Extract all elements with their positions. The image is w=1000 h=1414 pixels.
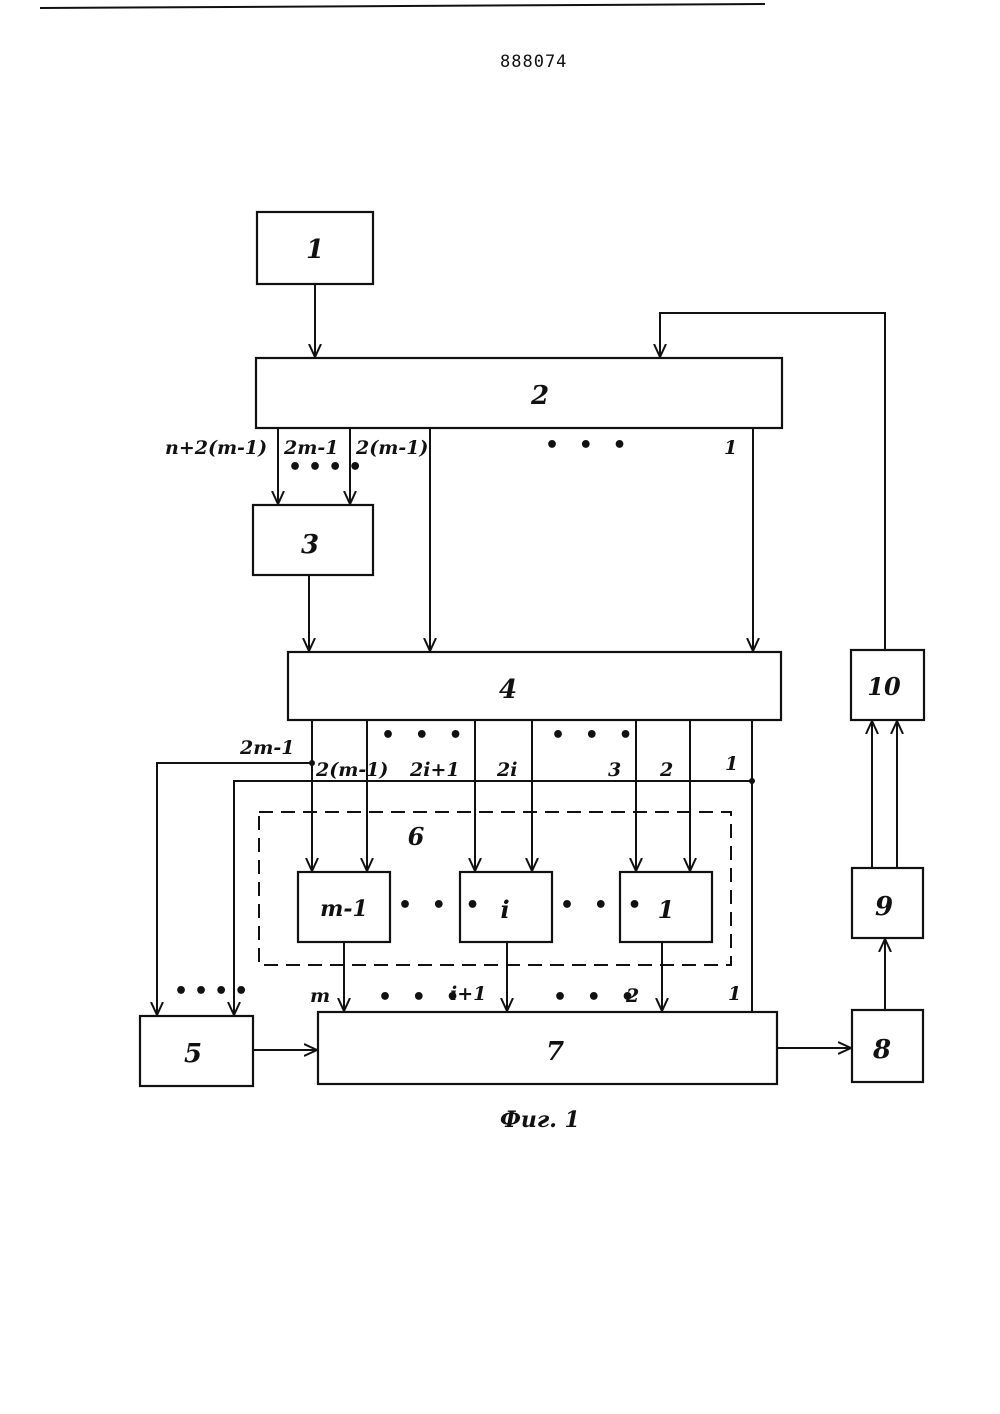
junction-1 [749, 778, 755, 784]
block-7-label: 7 [546, 1037, 564, 1067]
label-in7-1: 1 [728, 983, 741, 1005]
dots-out2-mid: • • • [545, 433, 633, 458]
block-6-label: 6 [408, 822, 425, 851]
block-1-label: 1 [306, 235, 324, 265]
block-6-sub-i-label: i [500, 895, 509, 924]
junction-2m-1 [309, 760, 315, 766]
block-2 [256, 358, 782, 428]
top-border-line [40, 4, 765, 8]
dots-out4-left: • • • [381, 723, 469, 748]
dots-in5: •••• [174, 979, 254, 1004]
label-in7-i1: i+1 [450, 983, 486, 1005]
label-out4-3: 3 [608, 759, 621, 781]
block-6-sub-m-1-label: m-1 [320, 896, 368, 922]
figure-caption: Фиг. 1 [500, 1107, 580, 1133]
label-out2-1: 1 [724, 437, 737, 459]
block-6-sub-1-label: 1 [658, 895, 675, 924]
label-in7-m: m [310, 985, 330, 1007]
block-2-label: 2 [530, 381, 549, 411]
arrow-10-to-2 [660, 313, 885, 650]
label-out4-2i1: 2i+1 [409, 759, 460, 781]
label-out4-2: 2 [659, 759, 673, 781]
label-out4-2i: 2i [496, 759, 517, 781]
label-out4-2m-1: 2(m-1) [315, 759, 388, 781]
label-in7-2: 2 [625, 985, 639, 1007]
label-out4-1: 1 [725, 753, 738, 775]
block-10-label: 10 [867, 672, 901, 701]
dots-block6-left: • • • [398, 893, 486, 918]
label-out2-n: n+2(m-1) [165, 437, 267, 459]
dots-out2: •••• [288, 455, 368, 480]
block-4 [288, 652, 781, 720]
label-in5-2m-1: 2m-1 [239, 737, 294, 759]
block-9-label: 9 [875, 892, 893, 922]
dots-out4-right: • • • [551, 723, 639, 748]
block-8-label: 8 [872, 1035, 891, 1065]
block-4-label: 4 [499, 675, 517, 705]
block-5-label: 5 [184, 1039, 202, 1069]
block-3-label: 3 [301, 530, 319, 560]
dots-block6-right: • • • [560, 893, 648, 918]
